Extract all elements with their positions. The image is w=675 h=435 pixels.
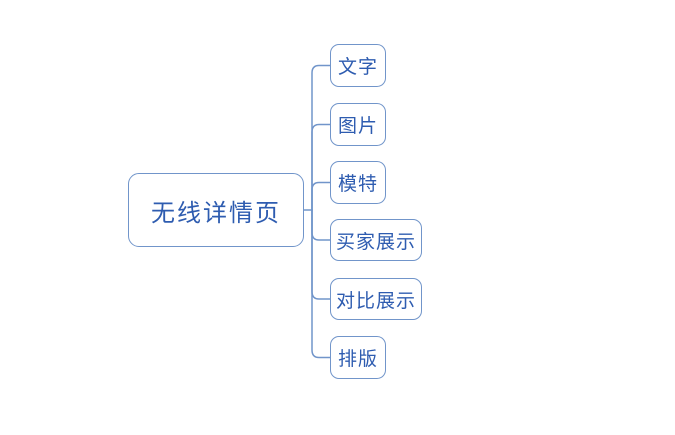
branch-to-subtopic-5 bbox=[311, 209, 332, 300]
subtopic-label-4: 买家展示 bbox=[335, 231, 416, 253]
subtopic-label-1: 文字 bbox=[337, 57, 378, 78]
subtopic-label-3: 模特 bbox=[337, 174, 378, 195]
subtopic-label-5: 对比展示 bbox=[335, 290, 416, 312]
branch-to-subtopic-6 bbox=[311, 209, 332, 359]
subtopic-label-6: 排版 bbox=[337, 349, 378, 370]
branch-to-subtopic-2 bbox=[311, 123, 332, 211]
subtopic-node-3[interactable]: 模特 bbox=[330, 161, 386, 204]
root-topic-node[interactable]: 无线详情页 bbox=[128, 173, 304, 247]
subtopic-node-6[interactable]: 排版 bbox=[330, 336, 386, 379]
subtopic-node-4[interactable]: 买家展示 bbox=[330, 219, 422, 261]
subtopic-label-2: 图片 bbox=[337, 116, 378, 137]
subtopic-node-1[interactable]: 文字 bbox=[330, 44, 386, 87]
branch-to-subtopic-1 bbox=[311, 64, 332, 211]
branch-to-subtopic-4 bbox=[311, 209, 332, 241]
branch-to-subtopic-3 bbox=[311, 181, 332, 211]
subtopic-node-5[interactable]: 对比展示 bbox=[330, 278, 422, 320]
root-topic-label: 无线详情页 bbox=[151, 199, 281, 227]
subtopic-node-2[interactable]: 图片 bbox=[330, 103, 386, 146]
